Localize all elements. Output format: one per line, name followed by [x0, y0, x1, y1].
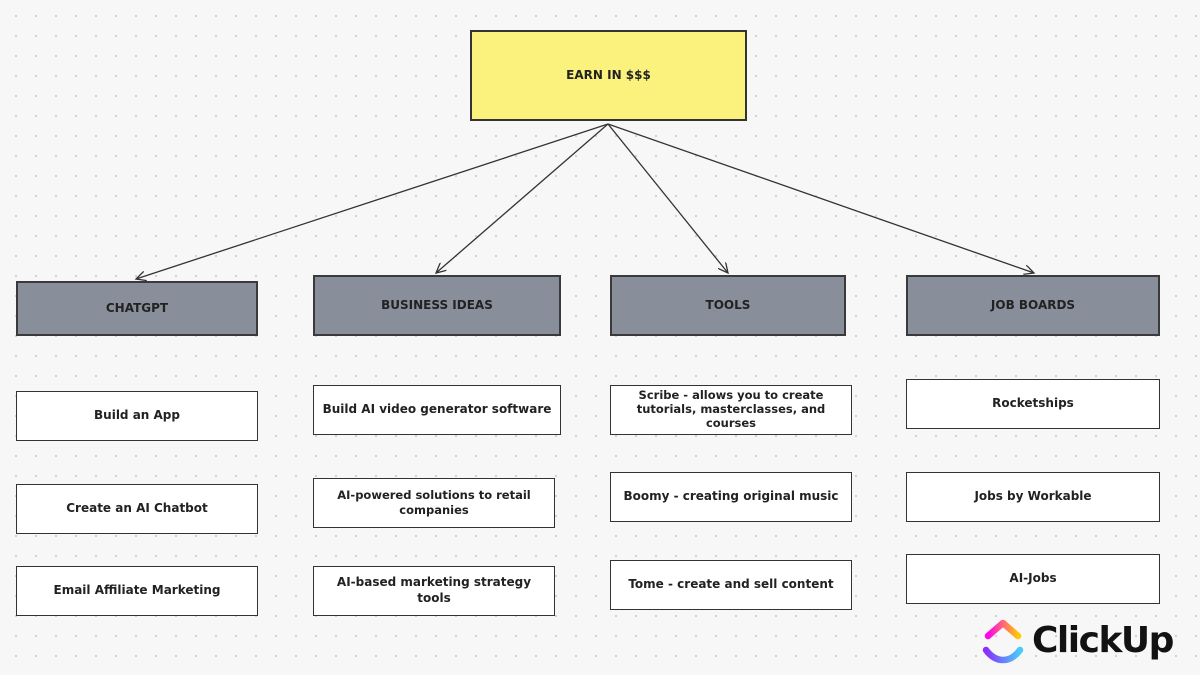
root-label: EARN IN $$$ — [566, 67, 651, 82]
category-label: TOOLS — [705, 297, 751, 312]
business-item-marketing-tools[interactable]: AI-based marketing strategy tools — [313, 566, 555, 616]
chatgpt-item-build-app[interactable]: Build an App — [16, 391, 258, 441]
clickup-logo: ClickUp — [982, 616, 1182, 666]
node-label: Rocketships — [992, 396, 1074, 411]
category-label: JOB BOARDS — [990, 297, 1076, 312]
node-label: Build AI video generator software — [322, 402, 552, 417]
category-label: BUSINESS IDEAS — [381, 297, 493, 312]
tools-item-boomy[interactable]: Boomy - creating original music — [610, 472, 852, 522]
business-item-video-generator[interactable]: Build AI video generator software — [313, 385, 561, 435]
node-label: Create an AI Chatbot — [66, 501, 208, 516]
jobs-item-rocketships[interactable]: Rocketships — [906, 379, 1160, 429]
arrow-to-tools — [607, 123, 728, 273]
jobs-item-workable[interactable]: Jobs by Workable — [906, 472, 1160, 522]
node-label: Tome - create and sell content — [628, 577, 834, 592]
chatgpt-item-email-affiliate[interactable]: Email Affiliate Marketing — [16, 566, 258, 616]
clickup-wordmark: ClickUp — [1032, 620, 1174, 661]
chatgpt-item-ai-chatbot[interactable]: Create an AI Chatbot — [16, 484, 258, 534]
root-node[interactable]: EARN IN $$$ — [470, 30, 747, 121]
category-tools[interactable]: TOOLS — [610, 275, 846, 336]
category-chatgpt[interactable]: CHATGPT — [16, 281, 258, 336]
node-label: AI-Jobs — [1009, 571, 1057, 586]
node-label: Email Affiliate Marketing — [53, 583, 221, 598]
node-label: Boomy - creating original music — [623, 489, 839, 504]
node-label: Build an App — [94, 408, 180, 423]
clickup-logo-icon — [982, 619, 1024, 664]
category-job-boards[interactable]: JOB BOARDS — [906, 275, 1160, 336]
arrow-to-job-boards — [607, 123, 1034, 273]
node-label: AI-powered solutions to retail companies — [337, 488, 531, 517]
tools-item-scribe[interactable]: Scribe - allows you to create tutorials,… — [610, 385, 852, 435]
business-item-retail-solutions[interactable]: AI-powered solutions to retail companies — [313, 478, 555, 528]
arrow-to-business-ideas — [436, 123, 609, 273]
node-label: Scribe - allows you to create tutorials,… — [636, 388, 826, 430]
tools-item-tome[interactable]: Tome - create and sell content — [610, 560, 852, 610]
node-label: Jobs by Workable — [974, 489, 1092, 504]
category-label: CHATGPT — [105, 300, 169, 315]
arrow-to-chatgpt — [136, 123, 609, 279]
category-business-ideas[interactable]: BUSINESS IDEAS — [313, 275, 561, 336]
node-label: AI-based marketing strategy tools — [336, 575, 532, 605]
jobs-item-ai-jobs[interactable]: AI-Jobs — [906, 554, 1160, 604]
